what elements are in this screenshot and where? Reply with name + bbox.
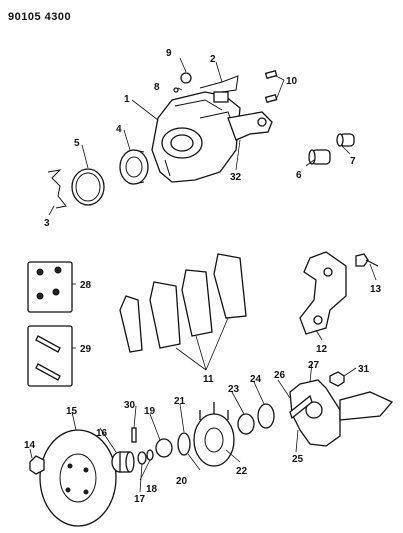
pin-kit-a-pins [36,266,62,300]
callout-10: 10 [286,76,298,87]
wheel-hub [193,402,235,467]
callout-32: 32 [230,172,242,183]
grease-seal [257,403,275,429]
callout-6: 6 [296,170,302,181]
caliper-bushing-sleeve [308,149,331,165]
piston-boot [71,168,105,206]
hub-nut [137,451,147,465]
pin-kit-box-a [27,261,73,313]
callout-27: 27 [308,360,320,371]
document-number: 90105 4300 [8,11,71,23]
callout-24: 24 [250,374,262,385]
spring-clip [47,169,67,209]
callout-7: 7 [350,156,356,167]
caliper-housing [151,91,273,183]
bolt-short [264,69,278,79]
bolt-long [264,93,278,103]
brake-hose-clip [199,75,239,93]
steering-knuckle [289,379,394,447]
callout-18: 18 [146,484,158,495]
callout-22: 22 [236,466,248,477]
caliper-bushing [336,133,355,147]
callout-19: 19 [144,406,156,417]
callout-8: 8 [154,82,160,93]
brake-rotor [39,429,117,527]
bearing-race [177,432,191,456]
callout-11: 11 [203,374,214,385]
lug-nut [29,455,45,475]
callout-21: 21 [174,396,186,407]
caliper-adapter [299,251,347,335]
callout-26: 26 [274,370,286,381]
callout-16: 16 [96,428,108,439]
bearing-cap [111,451,135,473]
callout-31: 31 [358,364,370,375]
callout-17: 17 [134,494,146,505]
callout-4: 4 [116,124,122,135]
piston [119,149,149,185]
inner-bearing [237,413,255,435]
callout-3: 3 [44,218,50,229]
callout-12: 12 [316,344,328,355]
outer-bearing [155,438,173,458]
callout-23: 23 [228,384,240,395]
callout-13: 13 [370,284,382,295]
callout-15: 15 [66,406,78,417]
bleeder-cap [180,72,192,84]
washer-small [146,449,154,461]
callout-29: 29 [80,344,92,355]
callout-28: 28 [80,280,92,291]
pin-kit-b-pins [35,335,61,381]
cotter-pin [131,427,137,443]
callout-5: 5 [74,138,80,149]
callout-1: 1 [124,94,130,105]
leader-lines [29,57,377,493]
callout-numbers: 1 2 3 4 5 6 7 8 9 10 11 12 13 14 15 16 1… [24,48,382,505]
callout-14: 14 [24,440,36,451]
knuckle-bolt [329,371,345,387]
callout-2: 2 [210,54,216,65]
callout-9: 9 [166,48,172,59]
adapter-bolt [355,253,379,267]
brake-pad-set [119,253,247,353]
callout-30: 30 [124,400,136,411]
callout-25: 25 [292,454,304,465]
pin-kit-box-b [27,325,73,387]
bleeder-screw [173,87,179,93]
tie-rod-stud [289,394,313,420]
callout-20: 20 [176,476,188,487]
